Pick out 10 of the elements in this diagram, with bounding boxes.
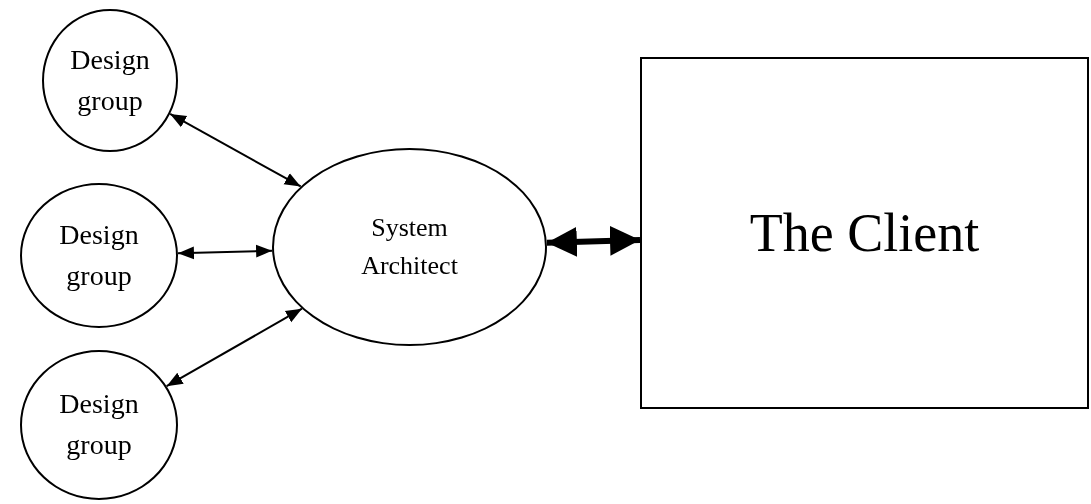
- client-box: [640, 57, 1089, 409]
- node-label: Design group: [58, 387, 140, 462]
- double-arrow: [176, 244, 274, 260]
- node-label: Design group: [69, 42, 151, 118]
- double-arrow: [169, 112, 302, 188]
- double-arrow: [165, 307, 303, 388]
- node-label: System Architect: [360, 212, 459, 282]
- double-arrow: [546, 225, 641, 257]
- node-label: The Client: [749, 201, 980, 265]
- node-label: Design group: [58, 217, 140, 293]
